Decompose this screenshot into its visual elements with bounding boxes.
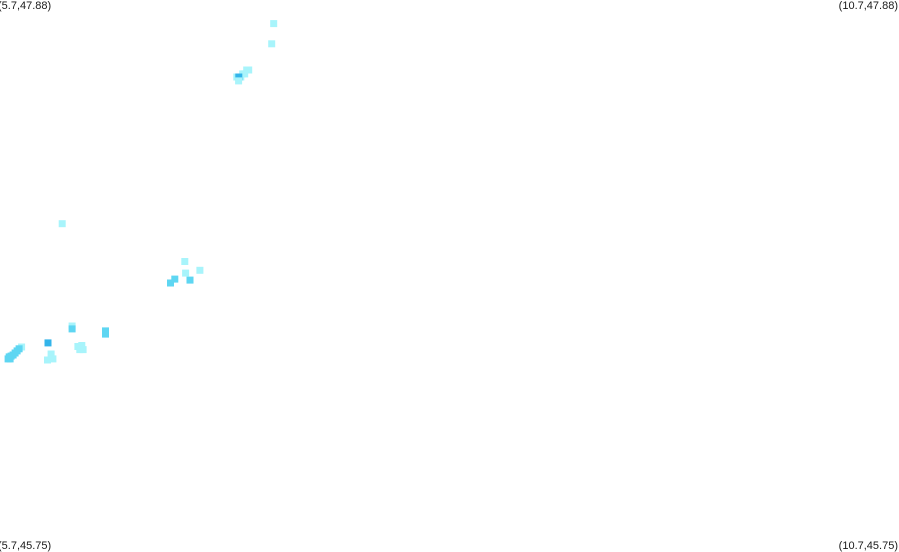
density-cell	[196, 266, 204, 274]
density-cell	[268, 40, 276, 48]
density-cell	[79, 346, 87, 354]
corner-label-top-left: (5.7,47.88)	[0, 0, 52, 12]
density-cell	[44, 356, 51, 364]
corner-label-bottom-left: (5.7,45.75)	[0, 540, 52, 552]
density-cell	[58, 220, 66, 228]
density-cell	[181, 258, 189, 265]
density-cell	[235, 73, 243, 81]
density-cell	[49, 355, 57, 363]
density-cell	[68, 325, 76, 333]
density-cell	[245, 66, 253, 74]
density-cell	[235, 77, 243, 85]
density-cell	[171, 275, 179, 283]
density-cell	[270, 20, 278, 28]
density-cell	[186, 276, 194, 284]
density-cells-layer	[4, 20, 278, 364]
density-cell	[102, 330, 109, 338]
density-cell	[6, 355, 14, 363]
corner-label-top-right: (10.7,47.88)	[838, 0, 898, 12]
density-cell	[182, 269, 190, 277]
density-cell	[78, 342, 86, 349]
density-cell	[44, 339, 52, 347]
corner-label-bottom-right: (10.7,45.75)	[838, 540, 898, 552]
density-cell	[241, 70, 249, 78]
density-cell	[47, 350, 55, 358]
density-cell	[167, 279, 174, 287]
